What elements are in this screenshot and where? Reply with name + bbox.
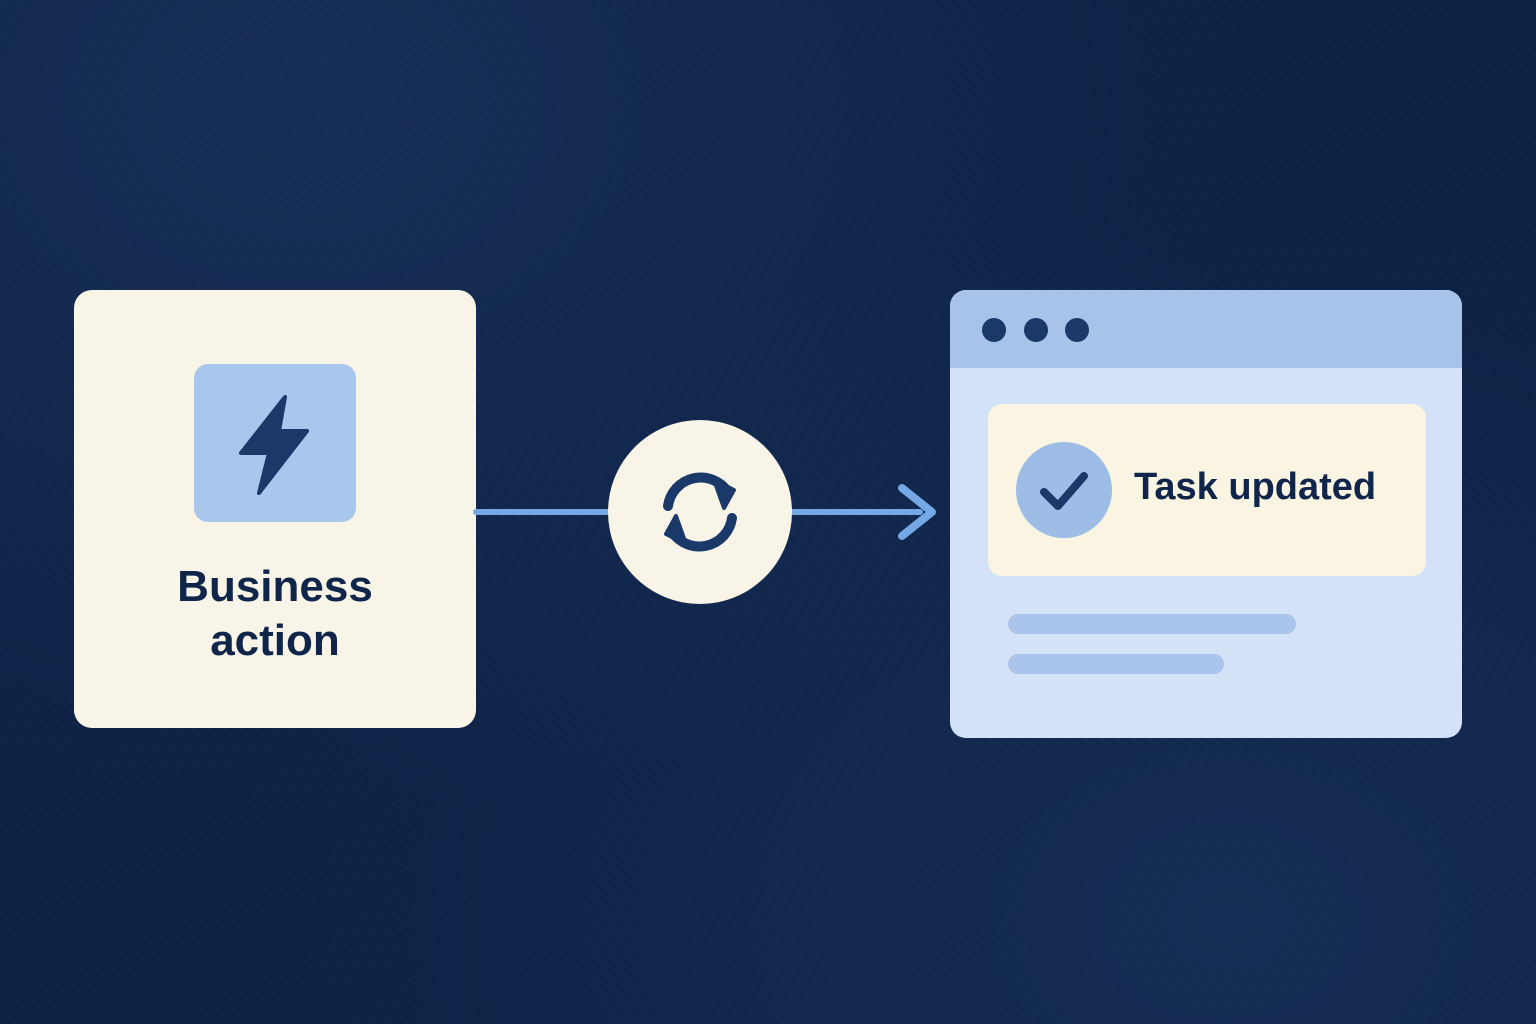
arrow-head-icon: [898, 484, 936, 540]
app-window: Task updated: [950, 290, 1462, 738]
check-badge: [1016, 442, 1112, 538]
business-action-label: Business action: [74, 560, 476, 668]
window-dot: [1024, 318, 1048, 342]
placeholder-line: [1008, 614, 1296, 634]
check-icon: [1040, 472, 1088, 510]
business-action-card: Business action: [74, 290, 476, 728]
bolt-tile: [194, 364, 356, 522]
sync-circle: [608, 420, 792, 604]
window-dot: [1065, 318, 1089, 342]
notification-text: Task updated: [1134, 466, 1377, 508]
business-action-label-line1: Business: [177, 562, 373, 611]
sync-icon: [663, 472, 737, 552]
business-action-label-line2: action: [210, 616, 340, 665]
lightning-bolt-icon: [239, 395, 309, 495]
window-dot: [982, 318, 1006, 342]
task-updated-notification: Task updated: [988, 404, 1426, 576]
window-titlebar: [950, 290, 1462, 368]
placeholder-line: [1008, 654, 1224, 674]
